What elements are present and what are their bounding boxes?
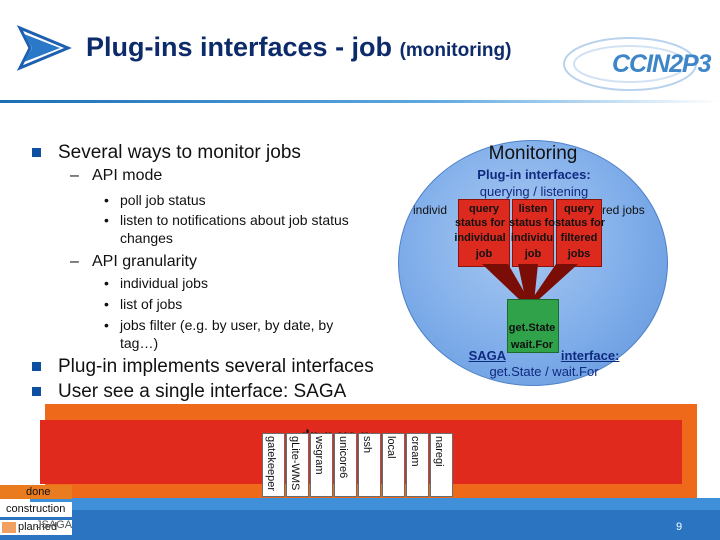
bullet-plugin-implements: Plug-in implements several interfaces bbox=[58, 356, 374, 377]
granularity-item-2: list of jobs bbox=[120, 296, 183, 312]
granularity-item-3-cont: tag…) bbox=[120, 335, 159, 351]
plugin-gatekeeper: gatekeeper bbox=[262, 433, 285, 497]
plugin-glite-wms-label: gLite-WMS bbox=[289, 436, 301, 491]
saga-interface-label: SAGA interface: bbox=[456, 348, 632, 363]
ccin2p3-logo-icon bbox=[563, 37, 697, 91]
box2-line3: individu bbox=[510, 232, 554, 244]
getstate-waitfor-box bbox=[507, 299, 559, 353]
header-divider bbox=[0, 100, 720, 103]
individ-text: individ bbox=[413, 203, 448, 217]
box1-line2: status for bbox=[454, 217, 506, 229]
box3-line1: query bbox=[564, 203, 594, 215]
plugin-interfaces-sub: querying / listening bbox=[479, 184, 589, 199]
plugin-cream-label: cream bbox=[409, 436, 421, 467]
plugin-glite-wms: gLite-WMS bbox=[286, 433, 309, 497]
bullet-dot-icon: • bbox=[104, 296, 109, 312]
plugin-interfaces-label: Plug-in interfaces: bbox=[477, 167, 591, 182]
header-bar bbox=[0, 0, 720, 108]
box1-line1: query bbox=[469, 203, 499, 215]
bullet-api-mode: API mode bbox=[92, 167, 163, 184]
plugin-wsgram: wsgram bbox=[310, 433, 333, 497]
granularity-item-1: individual jobs bbox=[120, 275, 208, 291]
bullet-square-icon bbox=[32, 387, 41, 396]
plugin-local: local bbox=[382, 433, 405, 497]
bullet-dot-icon: • bbox=[104, 192, 109, 208]
box3-line3: filtered bbox=[560, 232, 598, 244]
box2-line2: status fo bbox=[509, 217, 555, 229]
legend-done-swatch bbox=[0, 485, 72, 499]
legend-planned-swatch bbox=[0, 520, 72, 535]
box3-line4: jobs bbox=[567, 248, 591, 260]
plugin-ssh-label: ssh bbox=[361, 436, 373, 454]
legend-planned-marker bbox=[2, 522, 16, 533]
legend-construction-label: construction bbox=[6, 503, 66, 515]
legend-planned-label: planned bbox=[18, 521, 58, 533]
ccin2p3-logo-text: CCIN2P3 bbox=[612, 50, 712, 78]
bullet-several-ways: Several ways to monitor jobs bbox=[58, 142, 301, 163]
box1-line4: job bbox=[475, 248, 493, 260]
plugin-unicore6-label: unicore6 bbox=[337, 436, 349, 479]
plugin-cream: cream bbox=[406, 433, 429, 497]
listen-box bbox=[512, 199, 554, 267]
bullet-square-icon bbox=[32, 362, 41, 371]
granularity-item-3: jobs filter (e.g. by user, by date, by bbox=[120, 317, 334, 333]
api-mode-item-2: listen to notifications about job status bbox=[120, 212, 349, 228]
saga-interface-label-part1: SAGA bbox=[468, 348, 506, 363]
bullet-square-icon bbox=[32, 148, 41, 157]
plugin-gatekeeper-label: gatekeeper bbox=[265, 436, 277, 492]
plugin-unicore6: unicore6 bbox=[334, 433, 357, 497]
bullet-api-granularity: API granularity bbox=[92, 253, 197, 270]
query-filtered-box bbox=[556, 199, 602, 267]
plugin-wsgram-label: wsgram bbox=[313, 436, 325, 475]
bullet-dash-icon: – bbox=[70, 167, 79, 184]
plugin-ssh: ssh bbox=[358, 433, 381, 497]
plugin-naregi: naregi bbox=[430, 433, 453, 497]
query-individual-box bbox=[458, 199, 510, 267]
api-mode-item-2-cont: changes bbox=[120, 230, 173, 246]
saga-interface-label-part2: interface: bbox=[560, 348, 620, 363]
page-title-main: Plug-ins interfaces - job bbox=[86, 32, 393, 62]
page-title: Plug-ins interfaces - job (monitoring) bbox=[86, 32, 511, 63]
box2-line1: listen bbox=[518, 203, 548, 215]
getstate-label: get.State bbox=[508, 322, 556, 334]
legend-done-label: done bbox=[26, 486, 51, 498]
box3-line2: status for bbox=[554, 217, 606, 229]
legend-construction-swatch bbox=[0, 502, 72, 517]
page-number: 9 bbox=[676, 521, 683, 533]
bullet-dot-icon: • bbox=[104, 317, 109, 333]
bullet-dot-icon: • bbox=[104, 212, 109, 228]
funnel-arrows-icon bbox=[482, 264, 578, 302]
waitfor-label: wait.For bbox=[510, 339, 554, 351]
red-jobs-text: red jobs bbox=[602, 203, 645, 217]
arrow-logo-icon bbox=[16, 25, 72, 71]
plugin-local-label: local bbox=[385, 436, 397, 459]
bullet-user-single-interface: User see a single interface: SAGA bbox=[58, 381, 347, 402]
saga-interface-sub: get.State / wait.For bbox=[489, 364, 599, 379]
box1-line3: individual bbox=[454, 232, 506, 244]
bullet-dot-icon: • bbox=[104, 275, 109, 291]
monitoring-title: Monitoring bbox=[488, 143, 578, 164]
api-mode-item-1: poll job status bbox=[120, 192, 206, 208]
legend-jsaga-label: JSAGA bbox=[36, 519, 73, 531]
bullet-dash-icon: – bbox=[70, 253, 79, 270]
page-title-sub: (monitoring) bbox=[399, 40, 512, 61]
plugin-naregi-label: naregi bbox=[433, 436, 445, 467]
footer-bar bbox=[0, 510, 720, 540]
box2-line4: job bbox=[524, 248, 542, 260]
